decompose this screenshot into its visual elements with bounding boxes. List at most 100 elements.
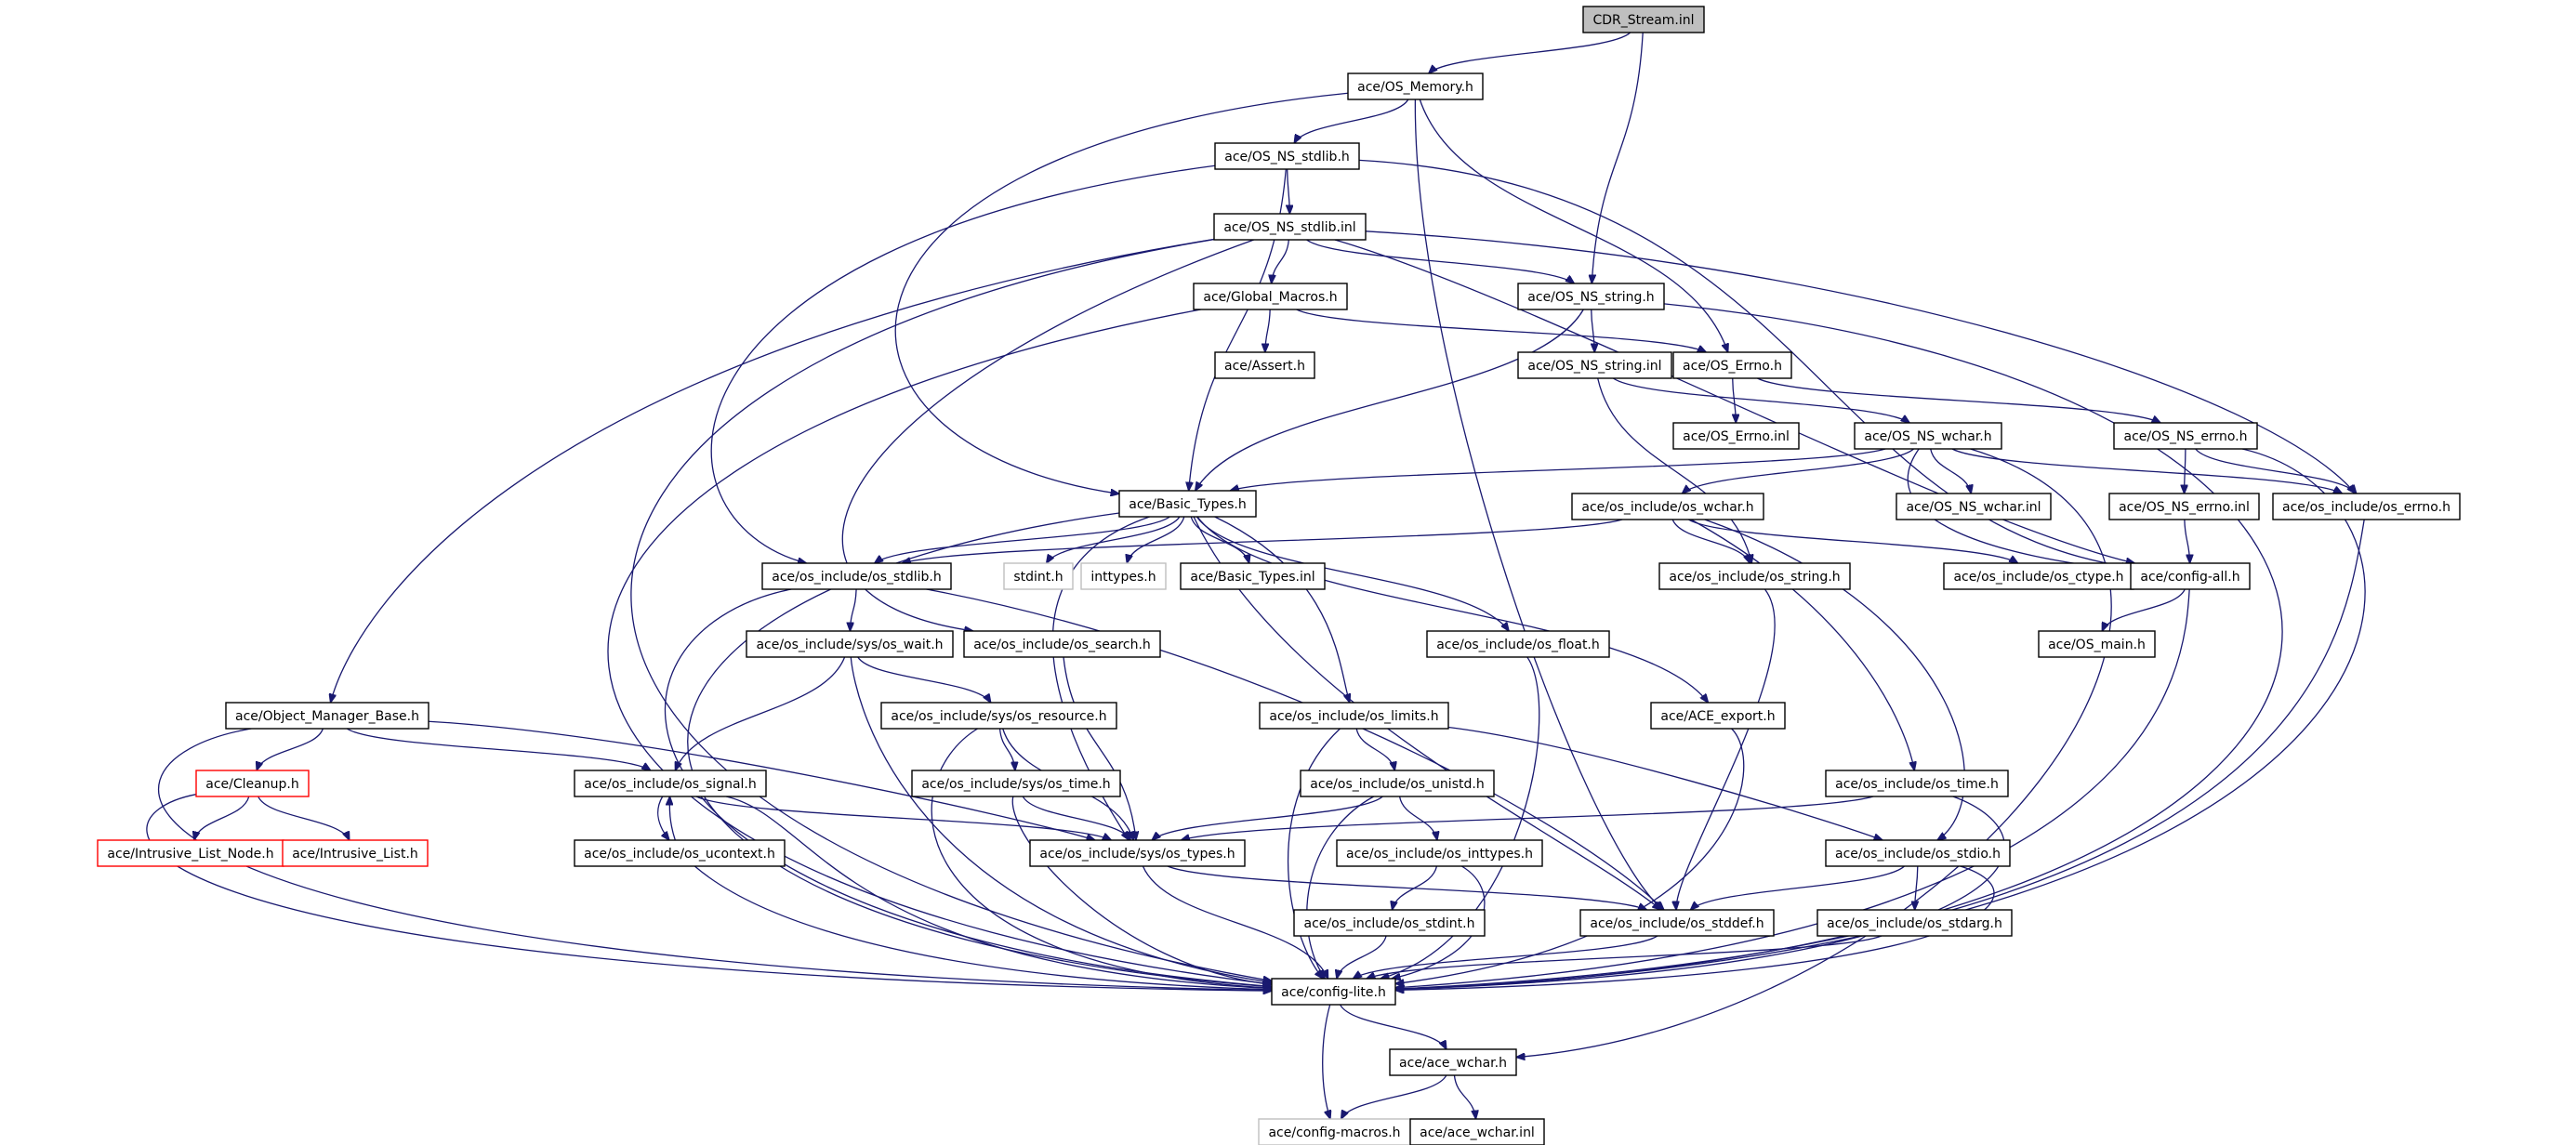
node-os_ns_string_h[interactable]: ace/OS_NS_string.h <box>1517 283 1665 310</box>
edge-osi_limits_h-to-config_lite_h <box>1287 728 1341 979</box>
node-label: stdint.h <box>1013 570 1063 585</box>
node-label: ace/Basic_Types.inl <box>1190 570 1314 585</box>
edge-os_errno_h-to-os_errno_inl <box>1732 377 1737 423</box>
node-label: ace/OS_Memory.h <box>1357 80 1473 95</box>
node-osi_string_h[interactable]: ace/os_include/os_string.h <box>1658 562 1851 590</box>
node-osi_float_h[interactable]: ace/os_include/os_float.h <box>1426 630 1610 658</box>
node-label: ace/OS_NS_wchar.h <box>1864 429 1991 444</box>
node-label: ace/os_include/os_search.h <box>973 638 1151 652</box>
node-label: ace/OS_NS_string.h <box>1527 290 1654 305</box>
node-osi_stdio_h[interactable]: ace/os_include/os_stdio.h <box>1825 839 2011 867</box>
node-box <box>1259 702 1449 730</box>
node-os_ns_stdlib_inl[interactable]: ace/OS_NS_stdlib.inl <box>1213 213 1367 241</box>
node-box <box>1582 6 1705 33</box>
edge-os_ns_stdlib_inl-to-global_macros_h <box>1272 239 1289 283</box>
node-label: ace/OS_Errno.inl <box>1683 429 1790 444</box>
edge-basic_types_h-to-stdint_h <box>1047 516 1181 563</box>
node-intrusive_list_h[interactable]: ace/Intrusive_List.h <box>282 839 429 867</box>
node-label: CDR_Stream.inl <box>1592 13 1694 28</box>
node-box <box>880 702 1117 730</box>
node-cleanup_h[interactable]: ace/Cleanup.h <box>195 770 310 797</box>
edge-os_ns_stdlib_h-to-os_ns_stdlib_inl <box>1288 168 1290 214</box>
node-config_all_h[interactable]: ace/config-all.h <box>2130 562 2251 590</box>
node-os_ns_wchar_h[interactable]: ace/OS_NS_wchar.h <box>1854 422 2002 450</box>
node-osi_ctype_h[interactable]: ace/os_include/os_ctype.h <box>1943 562 2134 590</box>
node-osi_unistd_h[interactable]: ace/os_include/os_unistd.h <box>1300 770 1495 797</box>
node-intrusive_list_node_h[interactable]: ace/Intrusive_List_Node.h <box>97 839 284 867</box>
node-osi_stddef_h[interactable]: ace/os_include/os_stddef.h <box>1579 909 1775 937</box>
node-ace_export_h[interactable]: ace/ACE_export.h <box>1650 702 1786 730</box>
node-os_errno_inl[interactable]: ace/OS_Errno.inl <box>1672 422 1800 450</box>
node-stdint_h[interactable]: stdint.h <box>1003 562 1074 590</box>
node-ace_wchar_h[interactable]: ace/ace_wchar.h <box>1389 1048 1517 1076</box>
node-osi_stdlib_h[interactable]: ace/os_include/os_stdlib.h <box>761 562 952 590</box>
edge-osi_signal_h-to-osi_ucontext_h <box>657 796 669 840</box>
node-inttypes_h[interactable]: inttypes.h <box>1080 562 1167 590</box>
node-label: ace/os_include/os_stdlib.h <box>772 570 941 585</box>
node-osi_wchar_h[interactable]: ace/os_include/os_wchar.h <box>1571 493 1764 520</box>
node-os_memory_h[interactable]: ace/OS_Memory.h <box>1347 72 1484 100</box>
edge-os_memory_h-to-os_ns_stdlib_h <box>1294 99 1409 143</box>
node-label: ace/os_include/os_time.h <box>1835 777 1999 792</box>
node-os_ns_string_inl[interactable]: ace/OS_NS_string.inl <box>1517 351 1672 379</box>
node-osi_stdint_h[interactable]: ace/os_include/os_stdint.h <box>1293 909 1486 937</box>
node-label: ace/os_include/os_stddef.h <box>1590 916 1764 931</box>
edge-config_lite_h-to-config_macros_h <box>1322 1004 1330 1119</box>
node-label: ace/config-macros.h <box>1268 1125 1400 1140</box>
node-osi_search_h[interactable]: ace/os_include/os_search.h <box>963 630 1161 658</box>
node-osi_sys_types_h[interactable]: ace/os_include/sys/os_types.h <box>1029 839 1246 867</box>
node-osi_sys_wait_h[interactable]: ace/os_include/sys/os_wait.h <box>746 630 954 658</box>
node-basic_types_h[interactable]: ace/Basic_Types.h <box>1118 490 1257 518</box>
node-global_macros_h[interactable]: ace/Global_Macros.h <box>1193 283 1348 310</box>
node-label: ace/Basic_Types.h <box>1129 497 1246 512</box>
node-os_ns_stdlib_h[interactable]: ace/OS_NS_stdlib.h <box>1214 142 1360 170</box>
edge-osi_wchar_h-to-osi_stdlib_h <box>902 519 1623 563</box>
node-box <box>282 839 429 867</box>
node-box <box>2108 493 2260 520</box>
node-label: ace/os_include/os_stdio.h <box>1835 847 2001 862</box>
node-osi_time_h[interactable]: ace/os_include/os_time.h <box>1825 770 2009 797</box>
edge-config_all_h-to-config_lite_h <box>1395 588 2190 988</box>
edge-basic_types_h-to-basic_types_inl <box>1190 516 1248 563</box>
node-os_ns_errno_h[interactable]: ace/OS_NS_errno.h <box>2113 422 2258 450</box>
node-box <box>1672 351 1792 379</box>
edge-os_ns_string_h-to-basic_types_h <box>1196 309 1584 491</box>
node-box <box>1258 1118 1411 1145</box>
node-osi_inttypes_h[interactable]: ace/os_include/os_inttypes.h <box>1336 839 1543 867</box>
node-os_ns_errno_inl[interactable]: ace/OS_NS_errno.inl <box>2108 493 2260 520</box>
node-assert_h[interactable]: ace/Assert.h <box>1214 351 1315 379</box>
node-osi_errno_h[interactable]: ace/os_include/os_errno.h <box>2272 493 2461 520</box>
node-osi_limits_h[interactable]: ace/os_include/os_limits.h <box>1259 702 1449 730</box>
node-label: ace/os_include/sys/os_wait.h <box>756 638 943 652</box>
node-os_ns_wchar_inl[interactable]: ace/OS_NS_wchar.inl <box>1896 493 2052 520</box>
node-object_manager_base_h[interactable]: ace/Object_Manager_Base.h <box>225 702 429 730</box>
node-osi_sys_resource_h[interactable]: ace/os_include/sys/os_resource.h <box>880 702 1117 730</box>
node-label: ace/OS_NS_wchar.inl <box>1906 500 2041 515</box>
node-config_lite_h[interactable]: ace/config-lite.h <box>1271 978 1396 1006</box>
node-label: ace/os_include/sys/os_resource.h <box>891 709 1106 724</box>
node-os_main_h[interactable]: ace/OS_main.h <box>2038 630 2156 658</box>
node-box <box>1118 490 1257 518</box>
node-label: ace/os_include/os_errno.h <box>2282 500 2451 515</box>
edge-cleanup_h-to-intrusive_list_node_h <box>194 796 250 840</box>
node-box <box>1571 493 1764 520</box>
edges-layer <box>146 32 2366 1119</box>
node-cdr_stream_inl[interactable]: CDR_Stream.inl <box>1582 6 1705 33</box>
edge-osi_stddef_h-to-config_lite_h <box>1353 935 1658 979</box>
node-config_macros_h[interactable]: ace/config-macros.h <box>1258 1118 1411 1145</box>
node-label: ace/Intrusive_List_Node.h <box>107 847 273 862</box>
edge-os_memory_h-to-osi_stddef_h <box>1414 99 1662 910</box>
node-basic_types_inl[interactable]: ace/Basic_Types.inl <box>1180 562 1326 590</box>
node-osi_signal_h[interactable]: ace/os_include/os_signal.h <box>574 770 767 797</box>
node-osi_ucontext_h[interactable]: ace/os_include/os_ucontext.h <box>574 839 786 867</box>
node-os_errno_h[interactable]: ace/OS_Errno.h <box>1672 351 1792 379</box>
edge-os_memory_h-to-os_errno_h <box>1419 99 1727 352</box>
node-ace_wchar_inl[interactable]: ace/ace_wchar.inl <box>1409 1118 1545 1145</box>
node-label: ace/os_include/sys/os_time.h <box>921 777 1110 792</box>
node-label: ace/ACE_export.h <box>1660 709 1775 724</box>
node-osi_stdarg_h[interactable]: ace/os_include/os_stdarg.h <box>1816 909 2013 937</box>
edge-config_lite_h-to-ace_wchar_h <box>1340 1004 1447 1049</box>
node-osi_sys_time_h[interactable]: ace/os_include/sys/os_time.h <box>911 770 1121 797</box>
edge-global_macros_h-to-os_errno_h <box>1296 309 1707 352</box>
edge-osi_time_h-to-osi_sys_types_h <box>1181 796 1874 840</box>
